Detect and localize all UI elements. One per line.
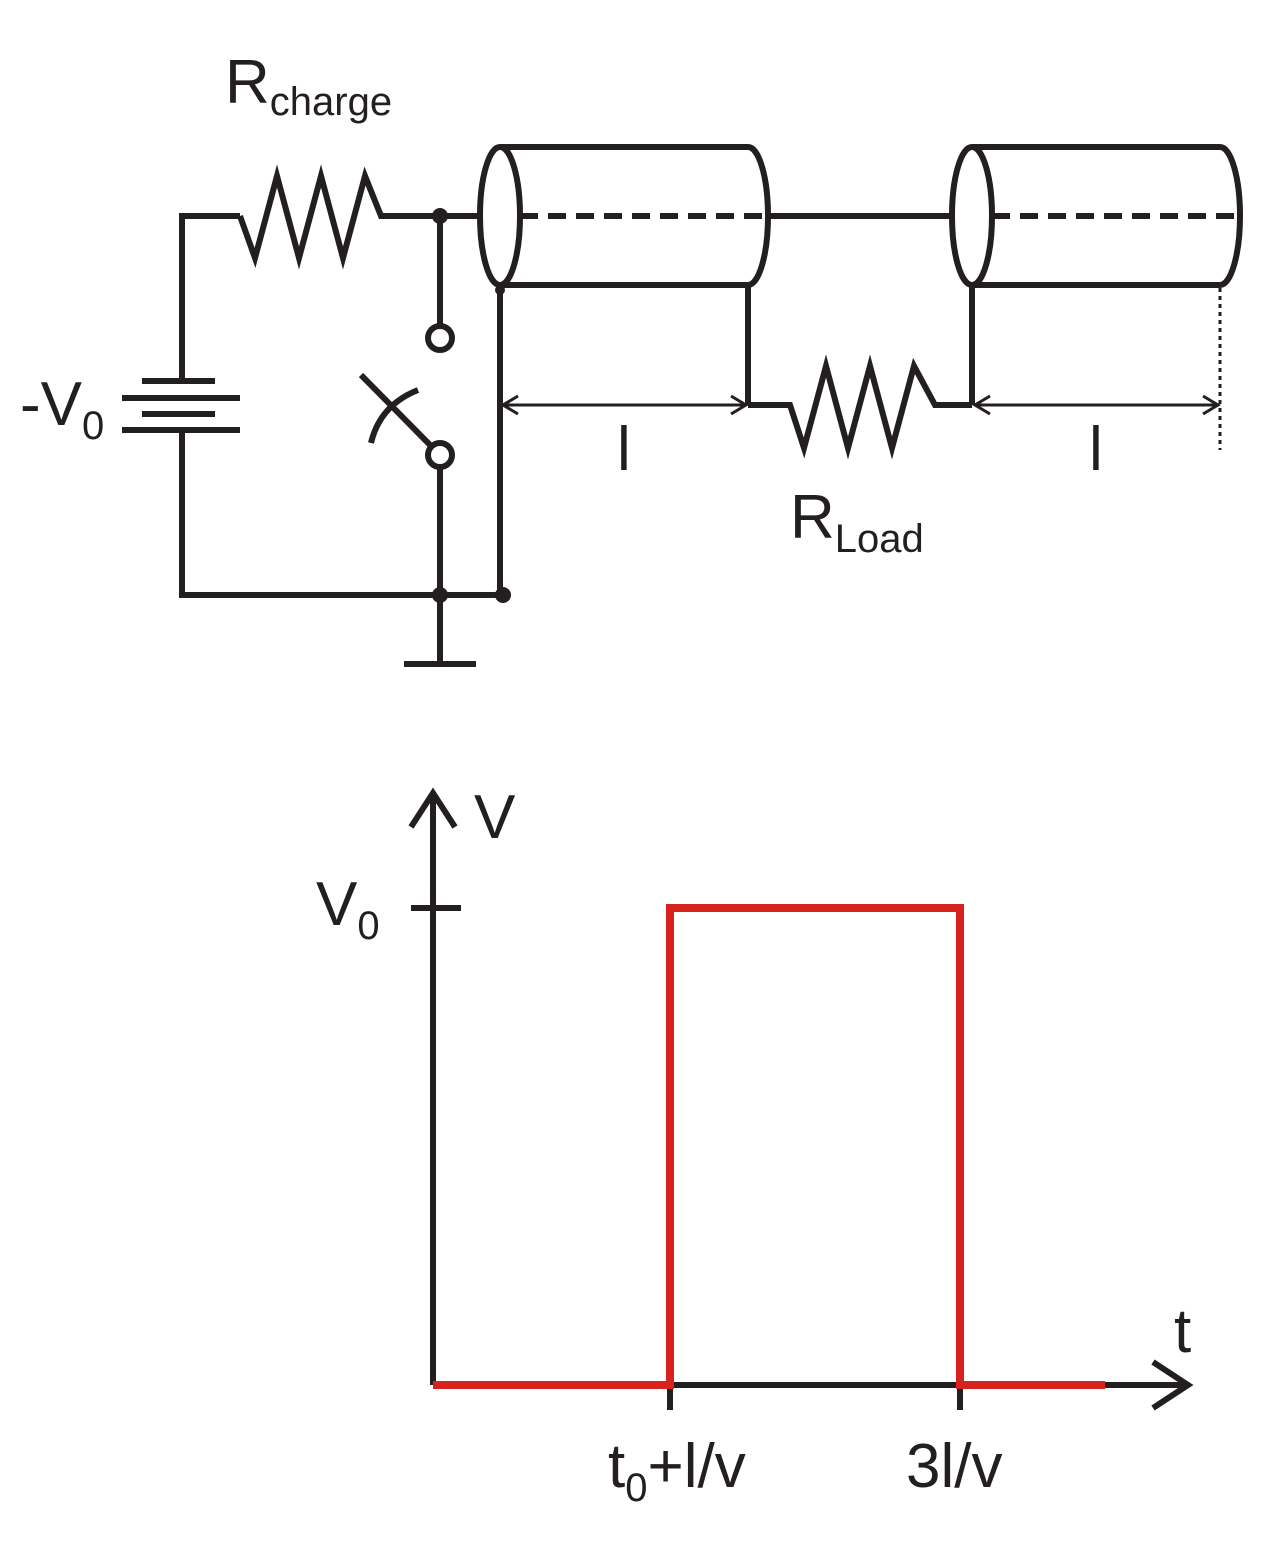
dimension-left [500,394,749,416]
coax-cable-2 [949,144,1243,288]
coax-cable-1 [477,144,771,288]
length-label-left: l [617,415,631,484]
x-axis-arrowhead [1151,1359,1194,1411]
y-axis-label: V [474,783,516,852]
y-tick-label: V0 [316,870,380,948]
x-tick-label-1: t0+l/v [608,1432,746,1510]
y-axis-arrowhead [408,787,458,829]
wire-source-bottom [179,430,503,598]
switch-contact-top [425,323,455,353]
voltage-time-plot: V t V0 t0+l/v 3l/v [316,783,1194,1510]
coax1-shield-node [495,285,505,295]
x-tick-label-2: 3l/v [906,1432,1002,1501]
length-label-right: l [1089,415,1103,484]
source-voltage-label: -V0 [20,370,104,448]
dimension-right [972,394,1221,416]
resistor-load [748,354,972,460]
r-charge-label: Rcharge [225,48,392,124]
battery-source [122,378,240,433]
x-axis-label: t [1174,1297,1191,1366]
switch [358,372,455,470]
circuit-diagram: Rcharge -V0 RLoad l l [20,48,1243,667]
voltage-pulse-series [433,904,1105,1389]
resistor-charge [237,164,440,270]
r-load-label: RLoad [790,483,924,561]
